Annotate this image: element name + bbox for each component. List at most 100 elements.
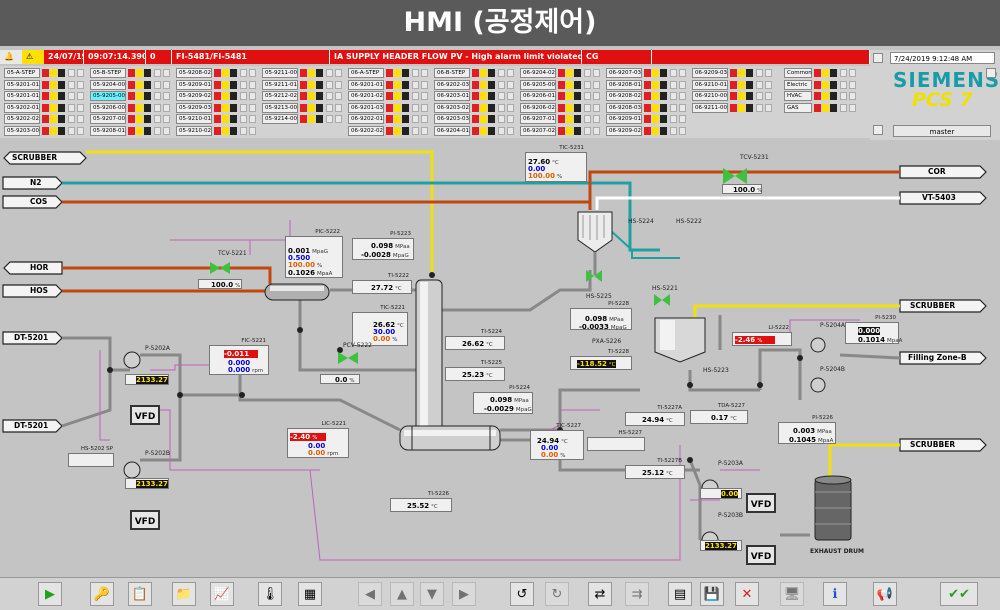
hs5202-faceplate[interactable]: HS-5202 SP xyxy=(68,446,114,467)
area-button[interactable]: 05-9209-03 xyxy=(176,102,212,113)
line-arrow-dt2[interactable] xyxy=(2,419,63,433)
pump-p5204b[interactable] xyxy=(810,377,826,393)
area-button[interactable]: 06-9201-03 xyxy=(348,102,384,113)
keys-icon[interactable]: 🔑 xyxy=(90,582,114,606)
area-button[interactable]: 05-9211-00 xyxy=(262,68,298,78)
ti5228-faceplate[interactable]: TI-5228 -118.52°C xyxy=(570,349,632,370)
p5203b-speed[interactable]: 2133.27 xyxy=(700,540,742,551)
alarm-line[interactable]: 🔔 ⚠ 24/07/19 09:07:14.390 0 FI-5481/FI-5… xyxy=(0,50,870,64)
area-button[interactable]: 06-9201-01 xyxy=(348,79,384,90)
area-button[interactable]: 06-9207-01 xyxy=(520,114,556,125)
monitor-icon[interactable]: 🖥 xyxy=(780,582,804,606)
area-button[interactable]: 05-9208-02 xyxy=(176,68,212,78)
storage-tank[interactable] xyxy=(654,317,706,363)
valve-tcv5221[interactable] xyxy=(210,262,230,274)
horn-icon[interactable]: 📢 xyxy=(873,582,897,606)
hs5227-faceplate[interactable]: HS-5227 xyxy=(587,430,645,451)
ti5227b-faceplate[interactable]: TI-5227B 25.12°C xyxy=(625,458,685,479)
li5222-faceplate[interactable]: LI-5222 -2.46% xyxy=(732,325,792,346)
p5202b-speed[interactable]: 2133.27 xyxy=(125,478,169,489)
area-button[interactable]: 06-B-STEP xyxy=(434,68,470,78)
area-button[interactable]: 05-9201-01 xyxy=(4,79,40,90)
vfd-p5202b[interactable]: VFD xyxy=(130,510,160,530)
vfd-p5203b[interactable]: VFD xyxy=(746,545,776,565)
save-icon[interactable]: 💾 xyxy=(700,582,724,606)
p5203a-speed[interactable]: 0.00 xyxy=(700,488,742,499)
line-arrow-vt[interactable] xyxy=(899,191,987,205)
area-button[interactable]: 05-9207-00 xyxy=(90,114,126,125)
area-button[interactable]: 05-9214-00 xyxy=(262,114,298,125)
user-icon[interactable] xyxy=(873,125,883,135)
area-button[interactable]: 05-9213-00 xyxy=(262,102,298,113)
area-button[interactable]: 05-B-STEP xyxy=(90,68,126,78)
pcv5222-output[interactable]: 0.0% xyxy=(320,374,360,384)
line-arrow-scrubber-r2[interactable] xyxy=(899,438,987,452)
area-button[interactable]: 05-9201-01 xyxy=(4,91,40,102)
calendar-icon[interactable] xyxy=(873,53,883,63)
trend-icon[interactable]: 📈 xyxy=(210,582,234,606)
area-button[interactable]: 05-9203-00 xyxy=(4,126,40,136)
delete-icon[interactable]: ✕ xyxy=(735,582,759,606)
ti5227a-faceplate[interactable]: TI-5227A 24.94°C xyxy=(625,405,685,426)
vfd-p5202a[interactable]: VFD xyxy=(130,405,160,425)
alarm-bell-icon[interactable]: 🔔 xyxy=(0,50,22,64)
info-icon[interactable]: ℹ xyxy=(823,582,847,606)
area-button[interactable]: 06-9202-03 xyxy=(434,79,470,90)
p5202a-speed[interactable]: 2133.27 xyxy=(125,374,169,385)
line-arrow-scrubber-left[interactable] xyxy=(3,151,87,165)
tda5227-faceplate[interactable]: TDA-5227 0.17°C xyxy=(690,403,748,424)
exhaust-drum[interactable] xyxy=(814,475,852,541)
tic5221-faceplate[interactable]: TIC-5221 26.62°C 30.00 0.00% xyxy=(352,305,408,346)
receiver-tank[interactable] xyxy=(264,283,330,301)
copy-screen-icon[interactable]: ▦ xyxy=(298,582,322,606)
distillation-column[interactable] xyxy=(399,279,501,451)
area-button[interactable]: 05-9208-01 xyxy=(90,126,126,136)
area-button[interactable]: 05-9209-01 xyxy=(176,79,212,90)
area-button[interactable]: 05-9205-00 xyxy=(90,91,126,102)
area-button[interactable]: Common xyxy=(784,68,812,78)
area-button[interactable]: 06-9209-03 xyxy=(692,68,728,78)
area-button[interactable]: 06-9211-00 xyxy=(692,102,728,113)
line-arrow-n2[interactable] xyxy=(2,176,63,190)
area-button[interactable]: 06-9204-02 xyxy=(520,68,556,78)
tcv5221-output[interactable]: 100.0% xyxy=(198,279,242,289)
refresh-forward-icon[interactable]: ↻ xyxy=(545,582,569,606)
area-button[interactable]: GAS xyxy=(784,102,812,113)
area-button[interactable]: 06-9202-02 xyxy=(348,126,384,136)
screen-move-icon[interactable]: ⇉ xyxy=(625,582,649,606)
area-button[interactable]: 05-9202-02 xyxy=(4,114,40,125)
note-icon[interactable]: 📋 xyxy=(128,582,152,606)
area-button[interactable]: 05-9210-02 xyxy=(176,126,212,136)
area-button[interactable]: 05-9206-00 xyxy=(90,102,126,113)
area-button[interactable]: 05-9202-01 xyxy=(4,102,40,113)
pump-p5202a[interactable] xyxy=(123,351,141,369)
layout-icon[interactable]: ▤ xyxy=(668,582,692,606)
thermometer-icon[interactable]: 🌡 xyxy=(258,582,282,606)
scroll-icon[interactable] xyxy=(986,68,996,78)
line-arrow-hos[interactable] xyxy=(2,284,63,298)
line-arrow-dt1[interactable] xyxy=(2,331,63,345)
area-button[interactable]: 06-9209-02 xyxy=(606,126,642,136)
arrow-down-icon[interactable]: ▼ xyxy=(420,582,444,606)
area-button[interactable]: 06-9204-01 xyxy=(434,126,470,136)
area-button[interactable]: 06-9205-00 xyxy=(520,79,556,90)
arrow-left-icon[interactable]: ◀ xyxy=(358,582,382,606)
line-arrow-hor[interactable] xyxy=(3,261,63,275)
area-button[interactable]: 06-9210-01 xyxy=(692,79,728,90)
area-button[interactable]: 06-9208-02 xyxy=(606,91,642,102)
area-button[interactable]: 06-A-STEP xyxy=(348,68,384,78)
arrow-up-icon[interactable]: ▲ xyxy=(390,582,414,606)
area-button[interactable]: 05-9211-01 xyxy=(262,79,298,90)
line-arrow-scrubber-r1[interactable] xyxy=(899,299,987,313)
ti5226-faceplate[interactable]: TI-5226 25.52°C xyxy=(390,491,452,512)
tic5227-faceplate[interactable]: TIC-5227 24.94°C 0.00 0.00% xyxy=(530,423,584,460)
area-button[interactable]: 06-9203-01 xyxy=(434,91,470,102)
area-button[interactable]: 06-9206-02 xyxy=(520,102,556,113)
valve-pcv5222[interactable] xyxy=(338,352,358,364)
tcv5231-output[interactable]: 100.0% xyxy=(722,184,762,194)
